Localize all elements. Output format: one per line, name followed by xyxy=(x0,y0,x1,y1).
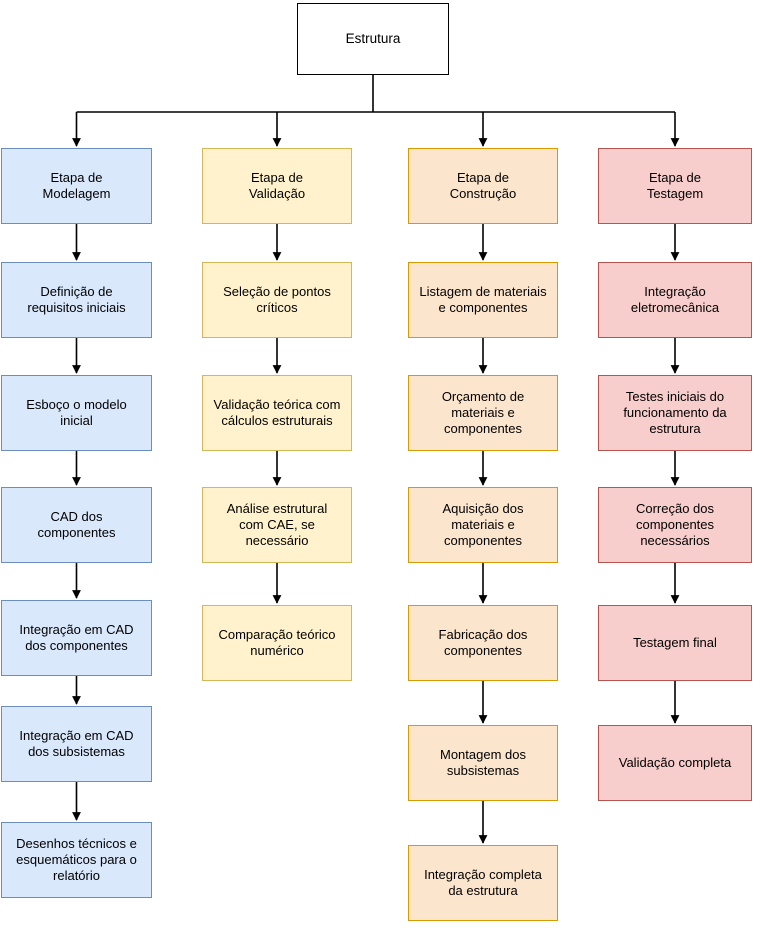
node-label: Estrutura xyxy=(345,30,401,46)
node-label: Validação teórica com cálculos estrutura… xyxy=(213,396,341,428)
node-label: Montagem dos subsistemas xyxy=(440,746,526,778)
node-label: Integração em CAD dos subsistemas xyxy=(19,727,134,759)
node-label: Definição de requisitos iniciais xyxy=(27,283,126,315)
node-label: Etapa de Testagem xyxy=(646,169,704,201)
node-validacao-1[interactable]: Seleção de pontos críticos xyxy=(202,262,352,338)
node-validacao-4[interactable]: Comparação teórico numérico xyxy=(202,605,352,681)
node-modelagem-6[interactable]: Desenhos técnicos e esquemáticos para o … xyxy=(1,822,152,898)
node-label: Etapa de Modelagem xyxy=(42,169,111,201)
node-label: Análise estrutural com CAE, se necessári… xyxy=(226,500,328,549)
node-label: Integração em CAD dos componentes xyxy=(19,621,134,653)
node-label: Integração completa da estrutura xyxy=(424,866,542,898)
node-label: Correção dos componentes necessários xyxy=(635,500,715,549)
node-testagem-2[interactable]: Testes iniciais do funcionamento da estr… xyxy=(598,375,752,451)
node-label: Aquisição dos materiais e componentes xyxy=(442,500,524,549)
node-testagem-5[interactable]: Validação completa xyxy=(598,725,752,801)
node-testagem-4[interactable]: Testagem final xyxy=(598,605,752,681)
node-validacao-0[interactable]: Etapa de Validação xyxy=(202,148,352,224)
root-node-estrutura[interactable]: Estrutura xyxy=(297,3,449,75)
node-modelagem-1[interactable]: Definição de requisitos iniciais xyxy=(1,262,152,338)
node-testagem-0[interactable]: Etapa de Testagem xyxy=(598,148,752,224)
node-label: Orçamento de materiais e componentes xyxy=(441,388,525,437)
node-modelagem-3[interactable]: CAD dos componentes xyxy=(1,487,152,563)
node-label: Integração eletromecânica xyxy=(630,283,720,315)
node-label: Etapa de Validação xyxy=(248,169,306,201)
node-modelagem-2[interactable]: Esboço o modelo inicial xyxy=(1,375,152,451)
node-construcao-4[interactable]: Fabricação dos componentes xyxy=(408,605,558,681)
node-construcao-3[interactable]: Aquisição dos materiais e componentes xyxy=(408,487,558,563)
node-construcao-5[interactable]: Montagem dos subsistemas xyxy=(408,725,558,801)
node-testagem-1[interactable]: Integração eletromecânica xyxy=(598,262,752,338)
node-construcao-6[interactable]: Integração completa da estrutura xyxy=(408,845,558,921)
node-construcao-0[interactable]: Etapa de Construção xyxy=(408,148,558,224)
node-label: Seleção de pontos críticos xyxy=(223,283,331,315)
node-label: Desenhos técnicos e esquemáticos para o … xyxy=(16,835,137,884)
node-label: Etapa de Construção xyxy=(449,169,517,201)
node-modelagem-0[interactable]: Etapa de Modelagem xyxy=(1,148,152,224)
node-label: Validação completa xyxy=(618,754,732,770)
node-label: Testagem final xyxy=(633,634,717,650)
node-label: Listagem de materiais e componentes xyxy=(419,283,547,315)
node-label: Esboço o modelo inicial xyxy=(26,396,127,428)
node-testagem-3[interactable]: Correção dos componentes necessários xyxy=(598,487,752,563)
node-label: CAD dos componentes xyxy=(37,508,116,540)
node-validacao-3[interactable]: Análise estrutural com CAE, se necessári… xyxy=(202,487,352,563)
node-label: Comparação teórico numérico xyxy=(218,626,336,658)
node-label: Fabricação dos componentes xyxy=(438,626,528,658)
node-construcao-1[interactable]: Listagem de materiais e componentes xyxy=(408,262,558,338)
node-modelagem-5[interactable]: Integração em CAD dos subsistemas xyxy=(1,706,152,782)
node-modelagem-4[interactable]: Integração em CAD dos componentes xyxy=(1,600,152,676)
node-label: Testes iniciais do funcionamento da estr… xyxy=(623,388,727,437)
node-construcao-2[interactable]: Orçamento de materiais e componentes xyxy=(408,375,558,451)
node-validacao-2[interactable]: Validação teórica com cálculos estrutura… xyxy=(202,375,352,451)
